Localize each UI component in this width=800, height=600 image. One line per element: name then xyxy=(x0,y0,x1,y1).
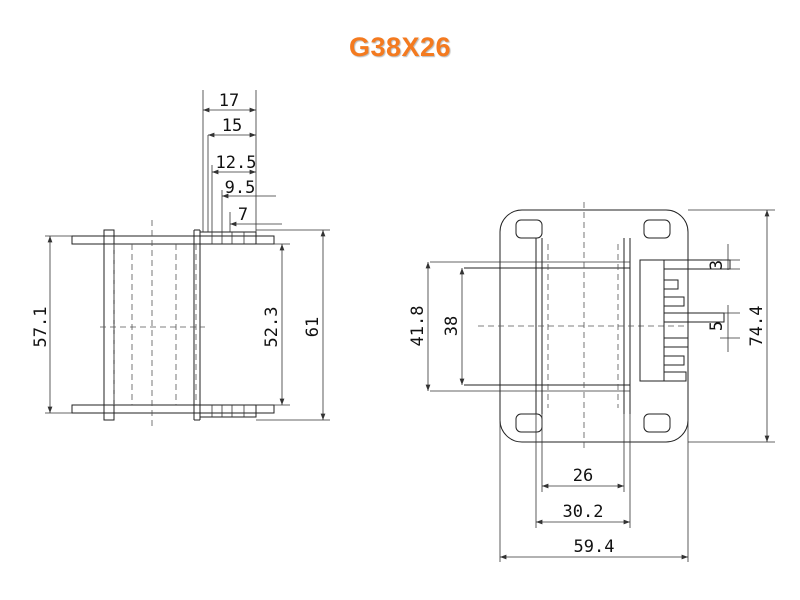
dim-12-5: 12.5 xyxy=(216,153,257,173)
dim-41-8: 41.8 xyxy=(408,306,428,347)
top-flange xyxy=(71,235,275,245)
corner-tl xyxy=(515,219,543,239)
dim-5: 5 xyxy=(707,321,727,331)
corner-bl xyxy=(515,413,543,433)
page-title: G38X26 xyxy=(348,32,452,62)
dim-15: 15 xyxy=(222,116,242,136)
dim-30-2: 30.2 xyxy=(563,502,604,522)
dim-61: 61 xyxy=(303,317,323,337)
dim-26: 26 xyxy=(573,466,593,486)
dim-7: 7 xyxy=(238,205,248,225)
dim-38: 38 xyxy=(442,316,462,336)
left-lug xyxy=(103,229,115,421)
bottom-pins xyxy=(199,404,257,418)
dim-57-1: 57.1 xyxy=(31,307,51,348)
dim-17: 17 xyxy=(219,91,239,111)
dim-74-4: 74.4 xyxy=(747,306,767,347)
bottom-flange xyxy=(71,404,275,414)
dim-59-4: 59.4 xyxy=(574,537,615,557)
corner-br xyxy=(643,413,671,433)
pin-comb xyxy=(639,259,731,382)
top-view: 3 5 74.4 41.8 38 26 30.2 59.4 xyxy=(408,202,775,562)
dim-52-3: 52.3 xyxy=(262,307,282,348)
top-pins xyxy=(199,231,257,245)
corner-tr xyxy=(643,219,671,239)
dim-9-5: 9.5 xyxy=(225,178,256,198)
side-view: 17 15 12.5 9.5 7 57.1 52.3 61 xyxy=(31,90,330,430)
dim-3: 3 xyxy=(707,260,727,270)
